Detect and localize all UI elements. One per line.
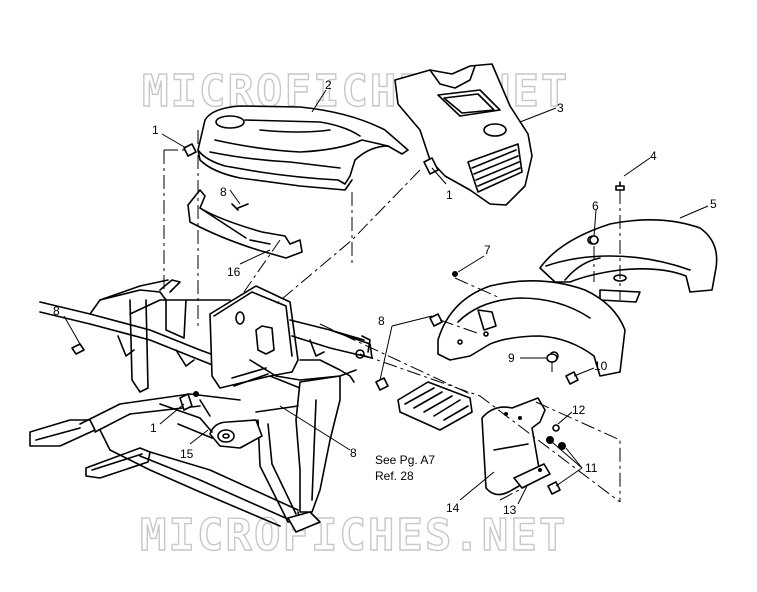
bolt-8d — [375, 377, 389, 391]
bolt-7 — [452, 271, 458, 277]
step-plate — [397, 381, 473, 431]
callout-2: 2 — [325, 78, 332, 92]
reference-note-line1: See Pg. A7 — [375, 453, 435, 467]
main-frame — [29, 279, 373, 533]
callout-14: 14 — [446, 501, 460, 515]
callout-7: 7 — [484, 243, 491, 257]
fasteners — [71, 143, 625, 495]
washer-12 — [552, 424, 560, 432]
callout-4: 4 — [650, 149, 657, 163]
callout-1b: 1 — [446, 188, 453, 202]
reference-note: See Pg. A7 Ref. 28 — [375, 453, 435, 483]
callout-8a: 8 — [220, 185, 227, 199]
callout-6: 6 — [592, 199, 599, 213]
callout-13: 13 — [503, 503, 517, 517]
mounting-bracket — [187, 189, 303, 259]
callout-11: 11 — [585, 461, 598, 475]
small-bracket — [513, 463, 551, 489]
front-fender-cover — [197, 105, 409, 191]
center-console-panel — [394, 63, 533, 206]
callout-5: 5 — [710, 197, 717, 211]
nut-11c — [547, 481, 561, 495]
leader-lines — [63, 89, 709, 505]
callout-15: 15 — [180, 447, 194, 461]
callout-10: 10 — [594, 359, 608, 373]
callout-9: 9 — [508, 351, 515, 365]
bolt-15 — [193, 391, 199, 397]
clip-1a — [183, 143, 197, 157]
assembly-lines — [163, 130, 621, 503]
reference-note-line2: Ref. 28 — [375, 469, 414, 483]
screw-4 — [615, 181, 625, 191]
callout-1c: 1 — [150, 421, 157, 435]
clip-1b — [423, 157, 439, 175]
washer-9 — [546, 353, 558, 363]
grommet-6 — [589, 235, 599, 245]
bolt-10 — [565, 371, 579, 385]
bolt-8a — [231, 203, 249, 211]
bolt-8b — [71, 343, 85, 355]
clip-1c — [179, 393, 193, 411]
callout-labels: 1 2 3 1 4 8 5 6 16 7 8 8 9 10 12 1 15 8 … — [53, 78, 717, 517]
callout-1a: 1 — [152, 123, 159, 137]
callout-16: 16 — [227, 265, 241, 279]
callout-3: 3 — [557, 101, 564, 115]
callout-8d: 8 — [350, 446, 357, 460]
watermark-bottom: MICROFICHES.NET — [140, 510, 567, 561]
bolt-8c — [429, 313, 443, 327]
rear-fender-inner — [437, 280, 626, 377]
callout-12: 12 — [572, 403, 586, 417]
callout-8c: 8 — [378, 314, 385, 328]
nut-11b — [558, 442, 566, 450]
rear-fender-outer — [539, 219, 718, 303]
callout-8b: 8 — [53, 304, 60, 318]
